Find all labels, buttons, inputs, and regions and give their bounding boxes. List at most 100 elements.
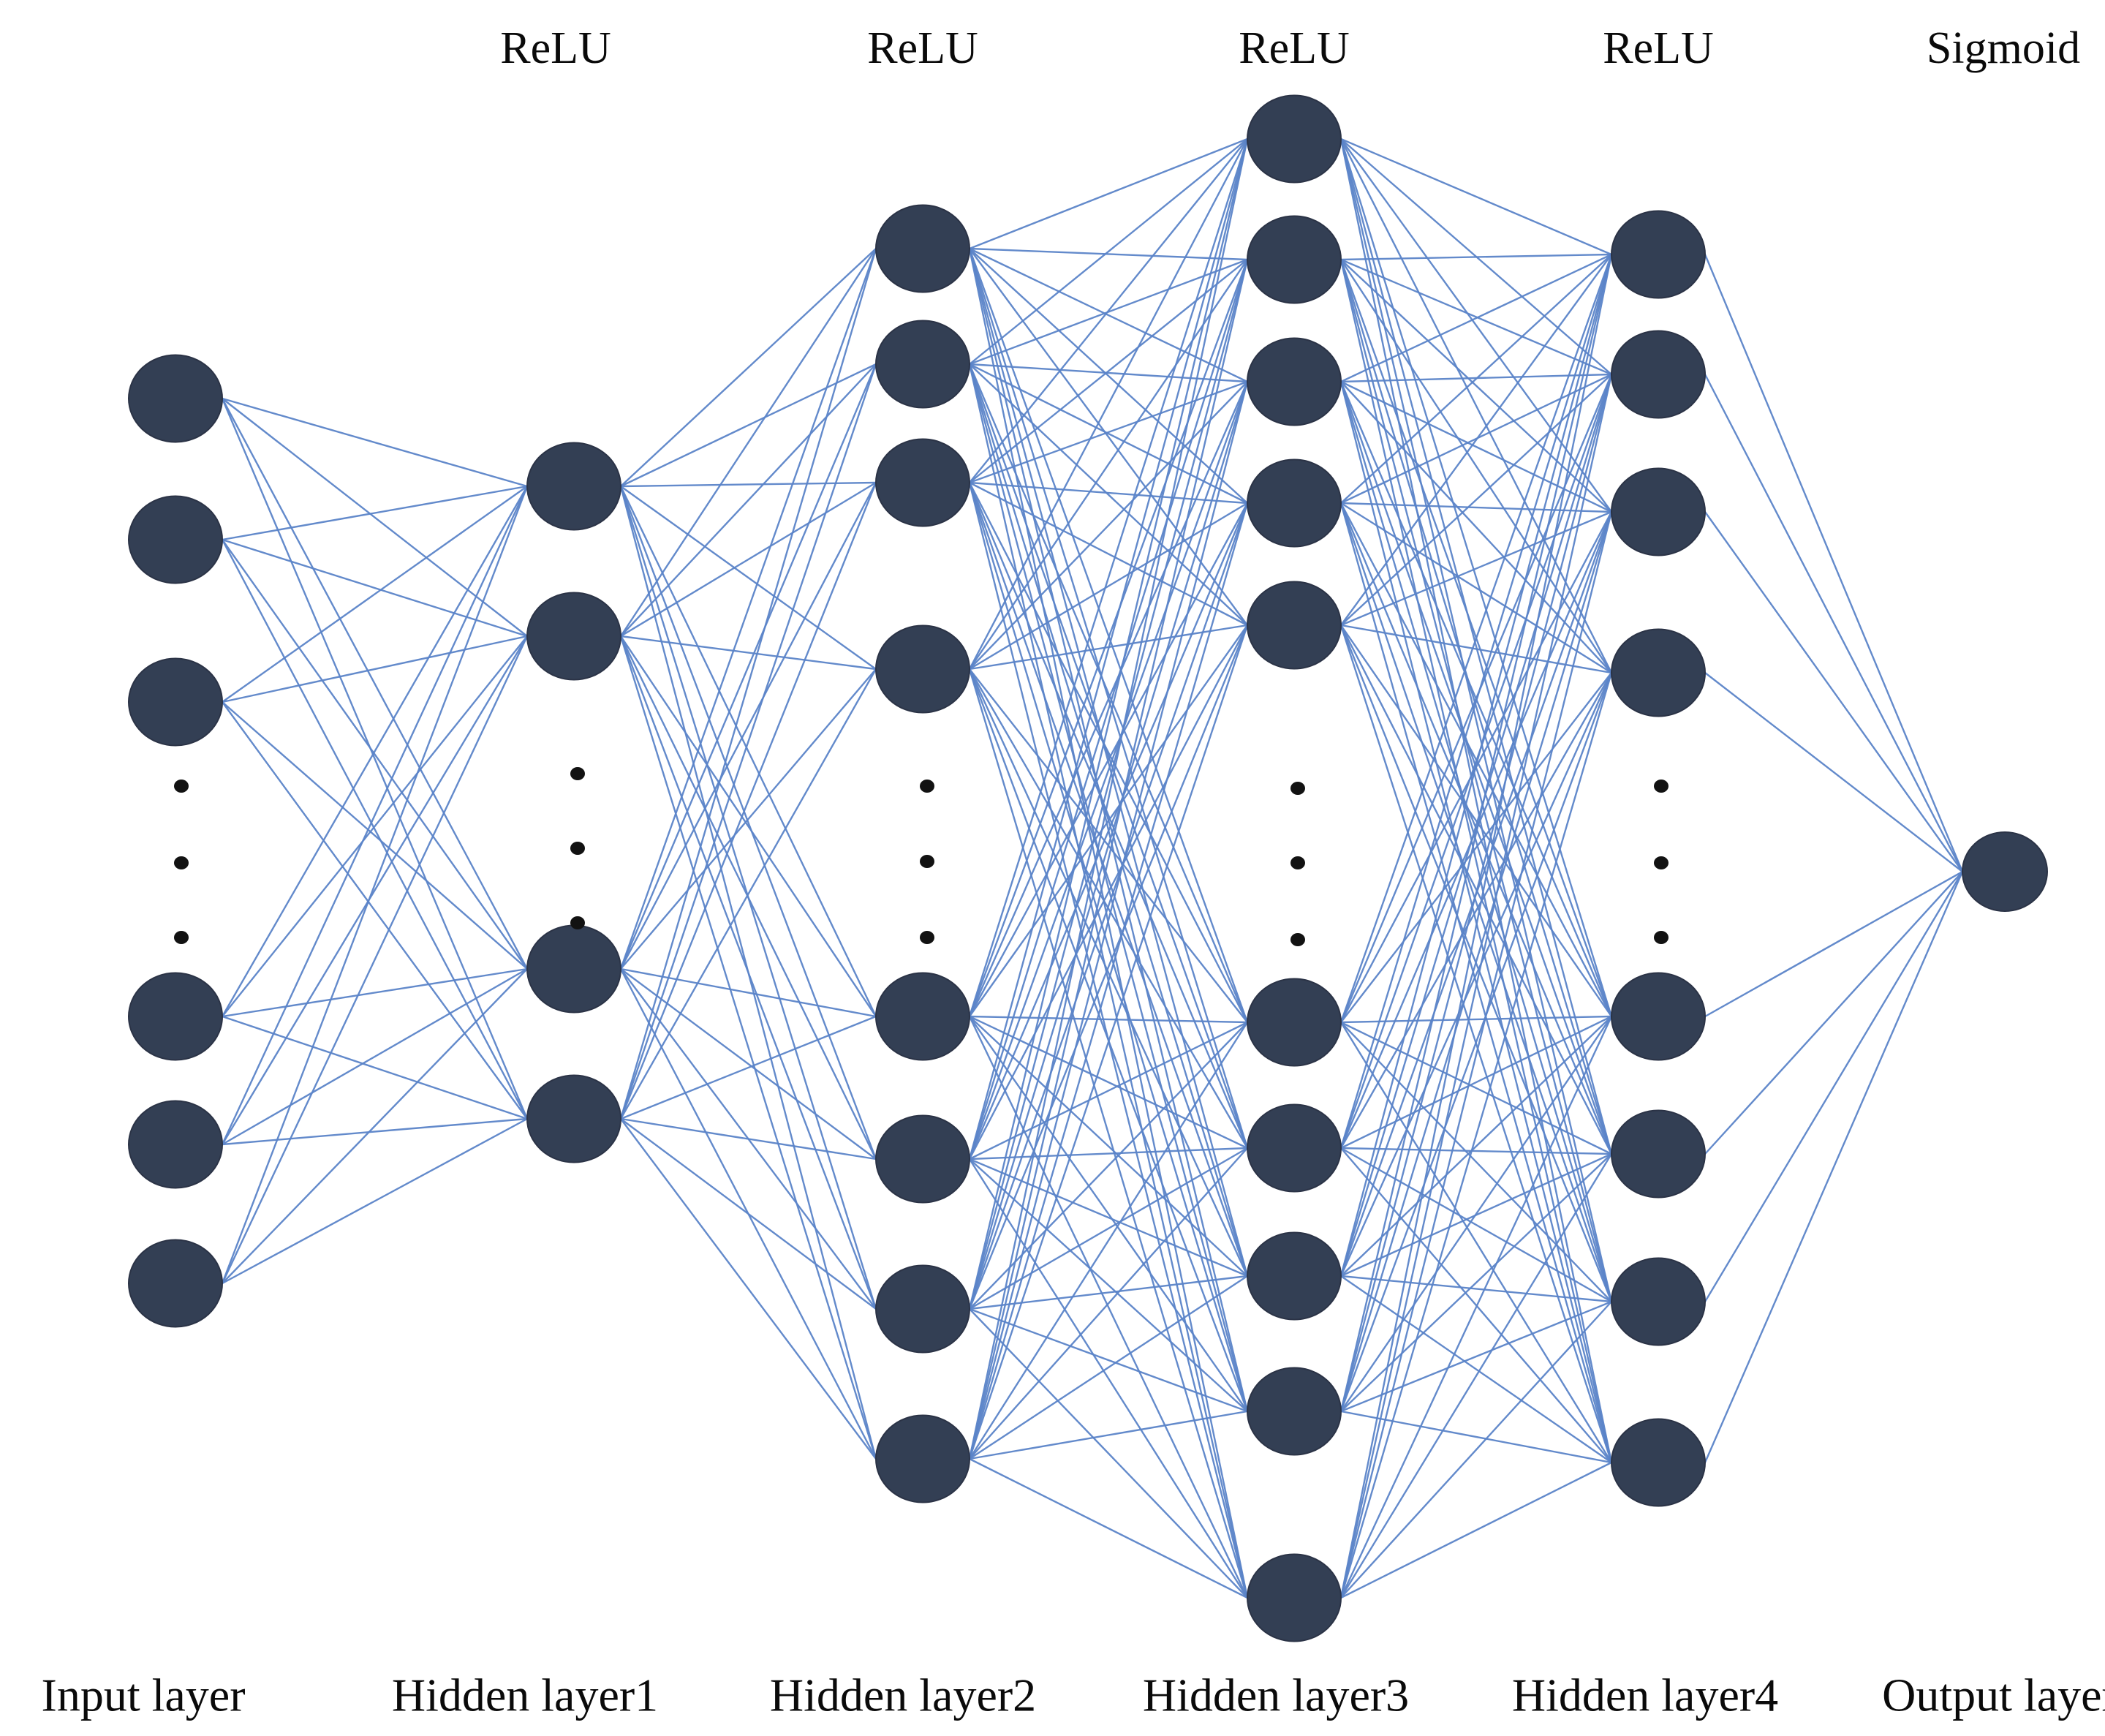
- edge-hidden2-4-to-hidden3-6: [969, 1015, 1248, 1150]
- edge-hidden2-3-to-hidden3-3: [969, 502, 1248, 671]
- edge-hidden2-0-to-hidden3-0: [969, 137, 1248, 250]
- neuron-hidden4-8: [1611, 1418, 1706, 1507]
- ellipsis-dot-hidden3-3: [1290, 933, 1305, 946]
- edge-hidden3-8-to-hidden4-4: [1340, 1016, 1612, 1412]
- edge-hidden2-5-to-hidden3-8: [969, 1158, 1248, 1412]
- edge-hidden2-6-to-hidden3-2: [968, 381, 1249, 1310]
- edge-hidden2-1-to-hidden3-8: [968, 363, 1249, 1412]
- edge-input-4-to-hidden1-0: [221, 486, 529, 1145]
- nodes-group: [128, 94, 2048, 1642]
- edge-hidden3-9-to-hidden4-3: [1339, 672, 1613, 1599]
- ellipsis-dot-hidden1-2: [570, 842, 585, 855]
- edge-hidden1-3-to-hidden2-3: [619, 668, 877, 1120]
- ellipsis-dot-hidden3-2: [1290, 856, 1305, 869]
- edge-hidden2-2-to-hidden3-6: [968, 482, 1249, 1149]
- neuron-input-5: [128, 1100, 223, 1189]
- edge-input-3-to-hidden1-2: [222, 967, 528, 1018]
- edge-input-4-to-hidden1-3: [222, 1117, 528, 1146]
- edge-hidden3-2-to-hidden4-0: [1340, 253, 1612, 383]
- edge-input-1-to-hidden1-2: [222, 539, 528, 970]
- neuron-hidden3-3: [1247, 337, 1342, 426]
- edge-hidden2-5-to-hidden3-1: [968, 259, 1249, 1160]
- edge-hidden2-6-to-hidden3-4: [968, 624, 1249, 1310]
- ellipsis-group: [174, 767, 1668, 946]
- edge-hidden2-6-to-hidden3-0: [968, 138, 1249, 1310]
- edge-hidden2-6-to-hidden3-5: [969, 1022, 1248, 1310]
- edge-hidden2-7-to-hidden3-8: [969, 1410, 1248, 1460]
- edge-input-5-to-hidden1-0: [221, 486, 529, 1284]
- edge-hidden2-0-to-hidden3-7: [968, 248, 1249, 1277]
- edge-hidden4-0-to-output-0: [1704, 254, 1964, 872]
- activation-label-hidden4: ReLU: [1603, 23, 1714, 73]
- edge-hidden3-4-to-hidden4-3: [1340, 624, 1612, 674]
- edge-hidden2-0-to-hidden3-1: [969, 247, 1248, 261]
- edge-hidden2-1-to-hidden3-6: [968, 363, 1249, 1149]
- ellipsis-dot-hidden3-1: [1290, 782, 1305, 795]
- edge-hidden4-6-to-output-0: [1704, 871, 1964, 1302]
- layer-label-hidden-layer3: Hidden layer3: [1143, 1669, 1409, 1721]
- edge-hidden3-9-to-hidden4-2: [1339, 511, 1613, 1599]
- neuron-hidden2-5: [875, 972, 970, 1061]
- edge-hidden1-3-to-hidden2-5: [620, 1117, 877, 1161]
- edge-hidden2-4-to-hidden3-7: [969, 1016, 1248, 1277]
- edge-hidden2-4-to-hidden3-2: [968, 381, 1249, 1017]
- edge-hidden2-7-to-hidden3-5: [968, 1022, 1249, 1460]
- edge-hidden1-1-to-hidden2-0: [619, 248, 877, 637]
- edge-hidden3-7-to-hidden4-3: [1339, 672, 1613, 1277]
- edge-hidden2-5-to-hidden3-4: [968, 624, 1249, 1160]
- edge-hidden3-9-to-hidden4-4: [1339, 1016, 1613, 1599]
- edge-hidden3-7-to-hidden4-7: [1340, 1275, 1612, 1463]
- edge-hidden2-4-to-hidden3-3: [968, 502, 1249, 1017]
- neuron-hidden2-8: [875, 1414, 970, 1503]
- edge-hidden2-4-to-hidden3-5: [969, 1015, 1248, 1024]
- edge-hidden1-0-to-hidden2-3: [620, 486, 877, 670]
- edge-hidden2-0-to-hidden3-5: [968, 248, 1249, 1023]
- edge-hidden3-3-to-hidden4-6: [1339, 502, 1613, 1302]
- neuron-input-6: [128, 1239, 223, 1328]
- edge-hidden3-9-to-hidden4-1: [1339, 374, 1613, 1599]
- edge-hidden3-5-to-hidden4-7: [1339, 1022, 1613, 1463]
- edge-hidden1-3-to-hidden2-1: [619, 363, 877, 1120]
- ellipsis-dot-input-1: [174, 780, 189, 793]
- edge-input-2-to-hidden1-3: [222, 701, 528, 1120]
- edge-hidden2-2-to-hidden3-2: [969, 380, 1248, 484]
- edge-hidden3-2-to-hidden4-3: [1340, 381, 1612, 673]
- edge-input-3-to-hidden1-1: [222, 635, 528, 1017]
- edge-hidden1-0-to-hidden2-5: [619, 486, 877, 1160]
- neuron-hidden3-6: [1247, 978, 1342, 1067]
- edge-hidden2-7-to-hidden3-6: [969, 1147, 1248, 1460]
- layer-label-hidden-layer1: Hidden layer1: [392, 1669, 658, 1721]
- neuron-input-3: [128, 657, 223, 747]
- neuron-hidden2-4: [875, 624, 970, 714]
- edge-input-2-to-hidden1-1: [222, 635, 528, 703]
- neuron-hidden4-3: [1611, 467, 1706, 556]
- edge-hidden3-9-to-hidden4-6: [1340, 1301, 1612, 1599]
- edge-hidden1-1-to-hidden2-7: [619, 635, 877, 1460]
- edge-hidden3-8-to-hidden4-2: [1339, 511, 1613, 1412]
- edge-hidden3-9-to-hidden4-5: [1339, 1153, 1613, 1599]
- edge-input-3-to-hidden1-0: [221, 486, 529, 1017]
- edge-hidden3-4-to-hidden4-1: [1340, 374, 1612, 626]
- edge-hidden3-7-to-hidden4-1: [1339, 374, 1613, 1277]
- ellipsis-dot-hidden2-3: [920, 931, 934, 944]
- edge-hidden2-5-to-hidden3-7: [969, 1158, 1248, 1278]
- edge-hidden2-2-to-hidden3-7: [968, 482, 1249, 1277]
- edge-hidden2-2-to-hidden3-4: [969, 481, 1248, 627]
- edge-hidden4-7-to-output-0: [1704, 871, 1964, 1463]
- edge-hidden3-0-to-hidden4-0: [1340, 137, 1612, 256]
- neuron-hidden1-2: [526, 592, 621, 681]
- edge-hidden2-6-to-hidden3-1: [968, 259, 1249, 1310]
- edge-hidden1-2-to-hidden2-3: [620, 668, 877, 970]
- edge-hidden3-0-to-hidden4-6: [1339, 138, 1613, 1302]
- edge-input-0-to-hidden1-0: [222, 397, 528, 488]
- edge-hidden2-3-to-hidden3-1: [969, 259, 1248, 670]
- edge-hidden3-6-to-hidden4-1: [1339, 374, 1613, 1149]
- edge-hidden1-2-to-hidden2-1: [619, 363, 877, 970]
- neuron-hidden3-5: [1247, 581, 1342, 670]
- edge-hidden1-3-to-hidden2-2: [619, 482, 877, 1120]
- edge-hidden1-2-to-hidden2-2: [619, 482, 877, 970]
- edge-hidden3-2-to-hidden4-6: [1339, 381, 1613, 1302]
- edge-hidden2-7-to-hidden3-3: [968, 502, 1249, 1460]
